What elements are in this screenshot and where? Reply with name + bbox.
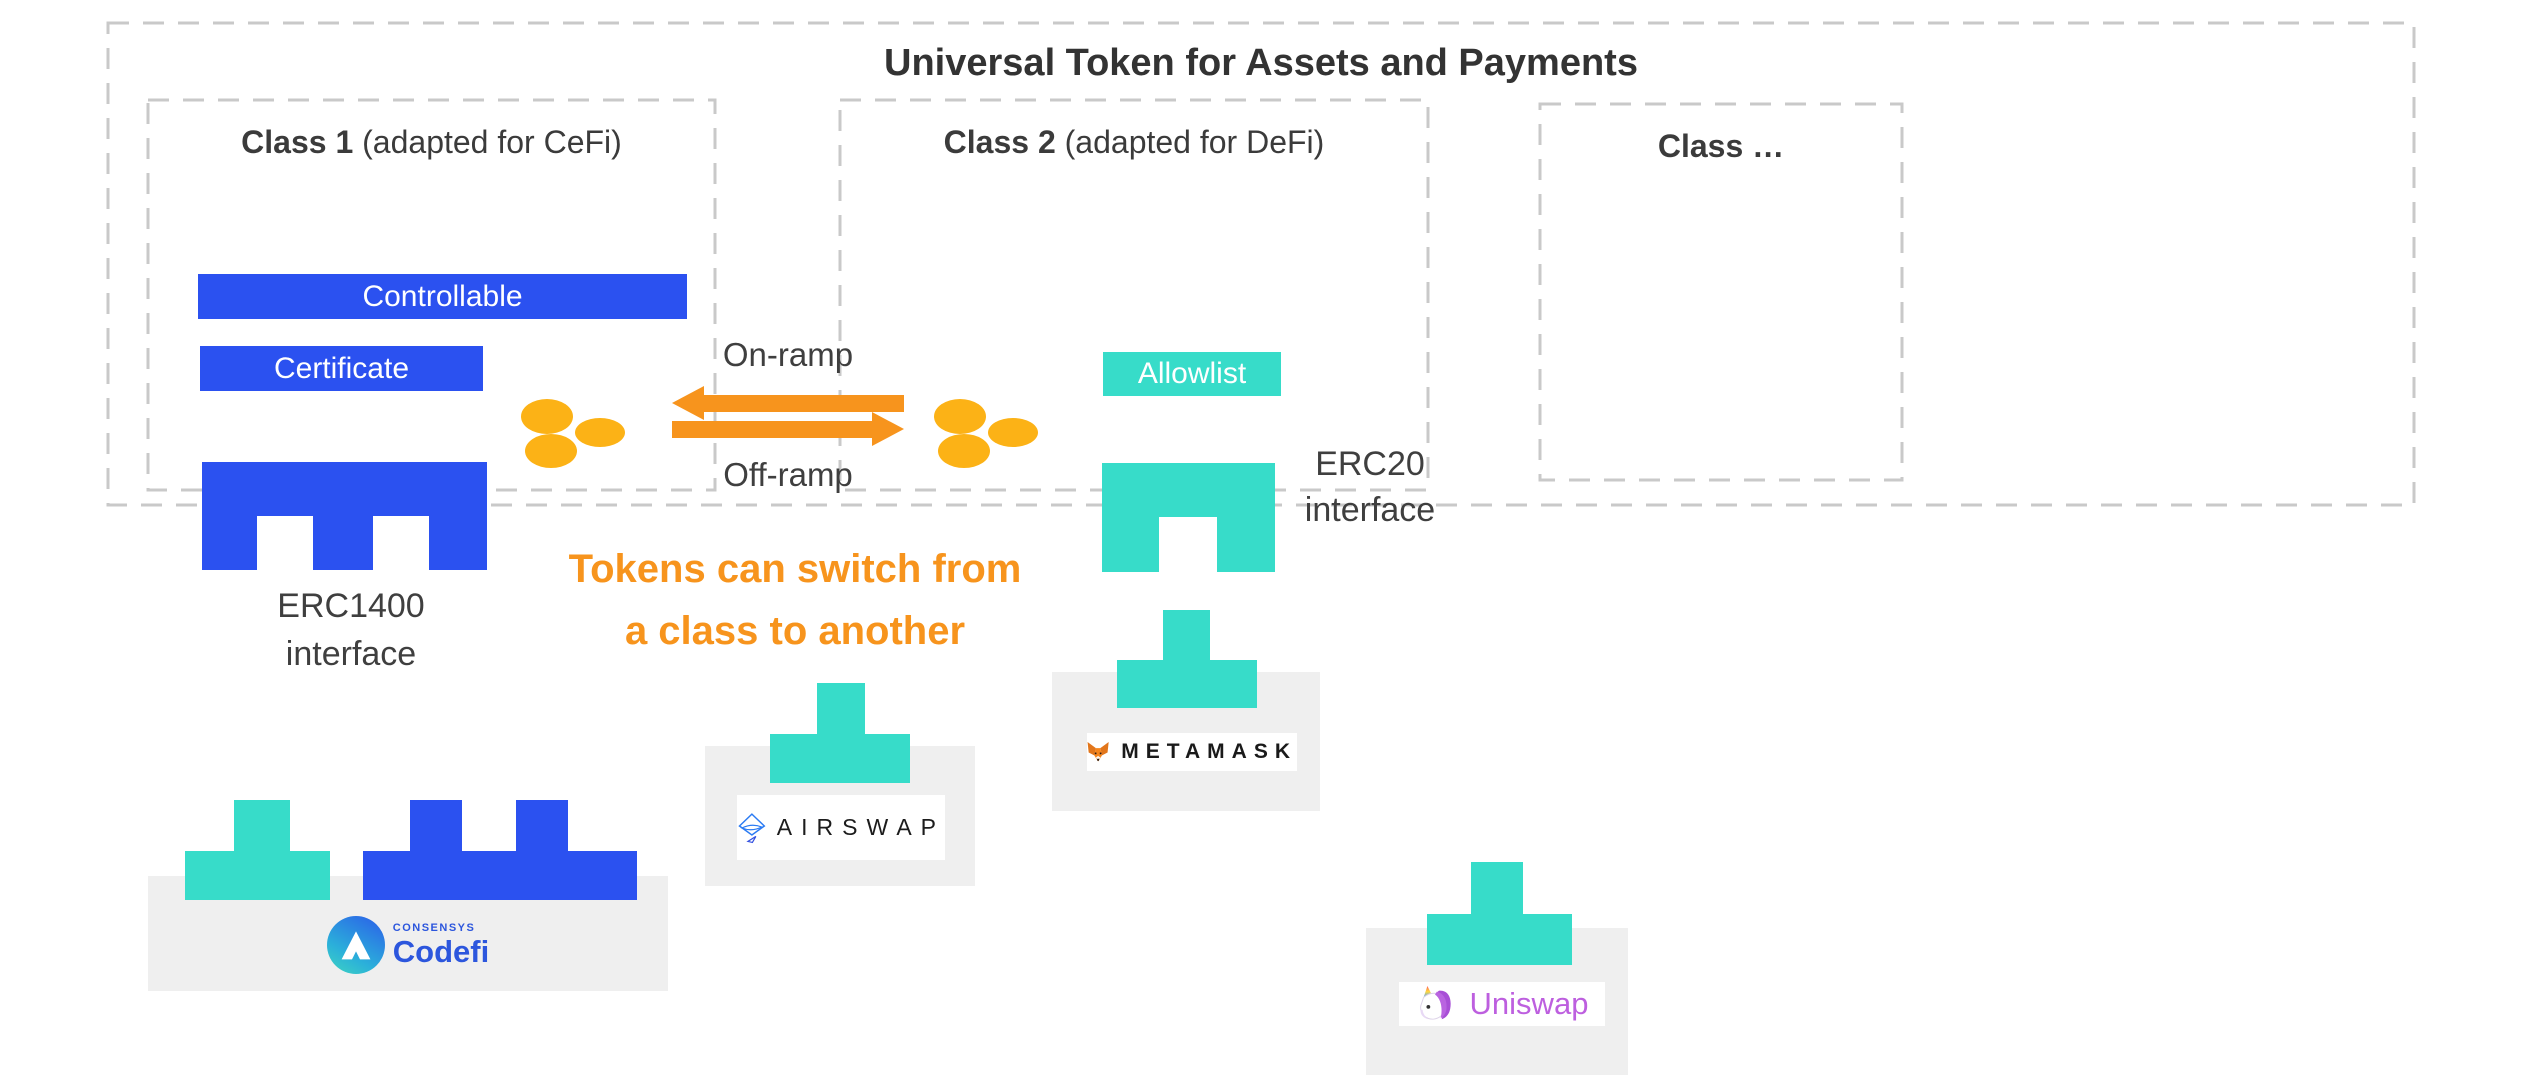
token-dot xyxy=(525,434,577,468)
on-ramp-label: On-ramp xyxy=(722,336,854,373)
class3-box xyxy=(1538,102,1904,482)
erc1400-label: ERC1400 interface xyxy=(202,582,500,678)
erc20-connector xyxy=(1102,463,1275,572)
metamask-fox-icon xyxy=(1087,741,1109,762)
off-ramp-arrow-icon xyxy=(672,412,904,446)
token-dot xyxy=(521,399,573,434)
off-ramp-label: Off-ramp xyxy=(723,456,853,493)
class2-header: Class 2 (adapted for DeFi) xyxy=(840,124,1428,161)
class3-header: Class … xyxy=(1540,128,1902,165)
token-dot xyxy=(988,418,1038,447)
erc20-label-line1: ERC20 xyxy=(1315,445,1425,483)
erc20-notch xyxy=(1159,517,1217,572)
uniswap-plug-base xyxy=(1427,914,1572,965)
uniswap-logo: Uniswap xyxy=(1399,982,1605,1026)
airswap-logo: AIRSWAP xyxy=(737,795,945,860)
airswap-plug-prong xyxy=(817,683,865,736)
class2-name: Class 2 xyxy=(943,124,1056,160)
erc1400-label-line2: interface xyxy=(285,635,417,673)
erc1400-notch xyxy=(373,516,429,570)
switch-statement-line1: Tokens can switch from xyxy=(568,547,1022,591)
erc1400-notch xyxy=(257,516,313,570)
consensys-mountain-icon xyxy=(341,931,371,960)
page-title: Universal Token for Assets and Payments xyxy=(884,42,1638,84)
codefi-teal-plug-prong xyxy=(234,800,290,853)
switch-statement-line2: a class to another xyxy=(624,609,966,653)
class3-name: Class … xyxy=(1657,128,1785,164)
metamask-label: METAMASK xyxy=(1121,740,1297,763)
codefi-blue-plug-base xyxy=(363,851,637,900)
codefi-logo-icon xyxy=(326,916,385,974)
consensys-label: CONSENSYS xyxy=(392,922,476,934)
erc20-label-line2: interface xyxy=(1304,491,1436,529)
erc1400-label-line1: ERC1400 xyxy=(277,587,425,625)
class1-qualifier: (adapted for CeFi) xyxy=(362,124,622,160)
codefi-teal-plug-base xyxy=(185,851,330,900)
erc20-label: ERC20 interface xyxy=(1285,441,1455,533)
uniswap-unicorn-icon xyxy=(1419,985,1451,1020)
codefi-label: Codefi xyxy=(392,934,490,969)
codefi-blue-plug-prong xyxy=(410,800,462,853)
metamask-logo: METAMASK xyxy=(1087,733,1297,771)
airswap-kite-icon xyxy=(738,812,766,843)
class1-header: Class 1 (adapted for CeFi) xyxy=(148,124,715,161)
class1-name: Class 1 xyxy=(241,124,354,160)
token-dot xyxy=(575,418,625,447)
airswap-plug-base xyxy=(770,734,910,783)
allowlist-badge: Allowlist xyxy=(1103,352,1281,396)
class2-qualifier: (adapted for DeFi) xyxy=(1064,124,1325,160)
uniswap-plug-prong xyxy=(1471,862,1523,916)
codefi-blue-plug-prong xyxy=(516,800,568,853)
metamask-plug-prong xyxy=(1163,610,1210,662)
codefi-logo: CONSENSYS Codefi xyxy=(148,912,668,978)
token-dot xyxy=(934,399,986,434)
switch-statement: Tokens can switch from a class to anothe… xyxy=(500,538,1090,662)
token-dot xyxy=(938,434,990,468)
metamask-plug-base xyxy=(1117,660,1257,708)
airswap-label: AIRSWAP xyxy=(776,814,945,840)
codefi-wordmark: CONSENSYS Codefi xyxy=(393,922,489,968)
uniswap-label: Uniswap xyxy=(1469,986,1589,1021)
controllable-badge: Controllable xyxy=(198,274,687,319)
on-ramp-arrow-icon xyxy=(672,386,904,420)
erc1400-connector xyxy=(202,462,487,570)
certificate-badge: Certificate xyxy=(200,346,483,391)
outer-box xyxy=(106,21,2416,507)
